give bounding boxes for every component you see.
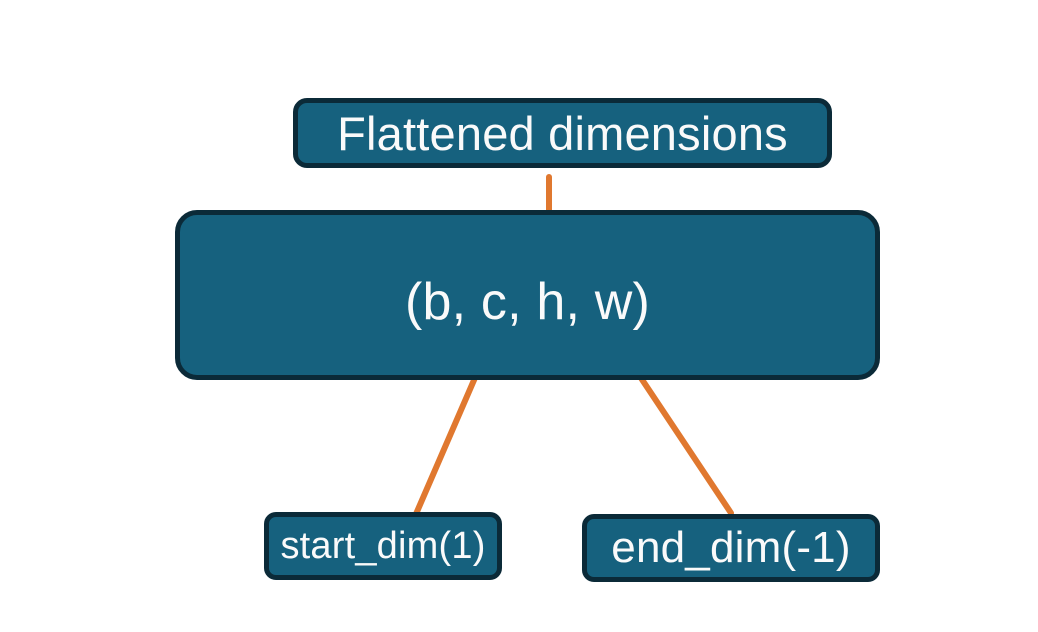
flattened-dimensions-label: Flattened dimensions bbox=[337, 106, 788, 160]
start-dim-box: start_dim(1) bbox=[264, 512, 502, 580]
start-dim-label: start_dim(1) bbox=[280, 524, 486, 567]
end-dim-box: end_dim(-1) bbox=[582, 514, 880, 582]
tensor-shape-label: (b, c, h, w) bbox=[404, 273, 651, 331]
end-dim-label: end_dim(-1) bbox=[611, 523, 851, 572]
flattened-dimensions-box: Flattened dimensions bbox=[293, 98, 832, 168]
tensor-shape-box: (b, c, h, w) bbox=[175, 210, 880, 380]
